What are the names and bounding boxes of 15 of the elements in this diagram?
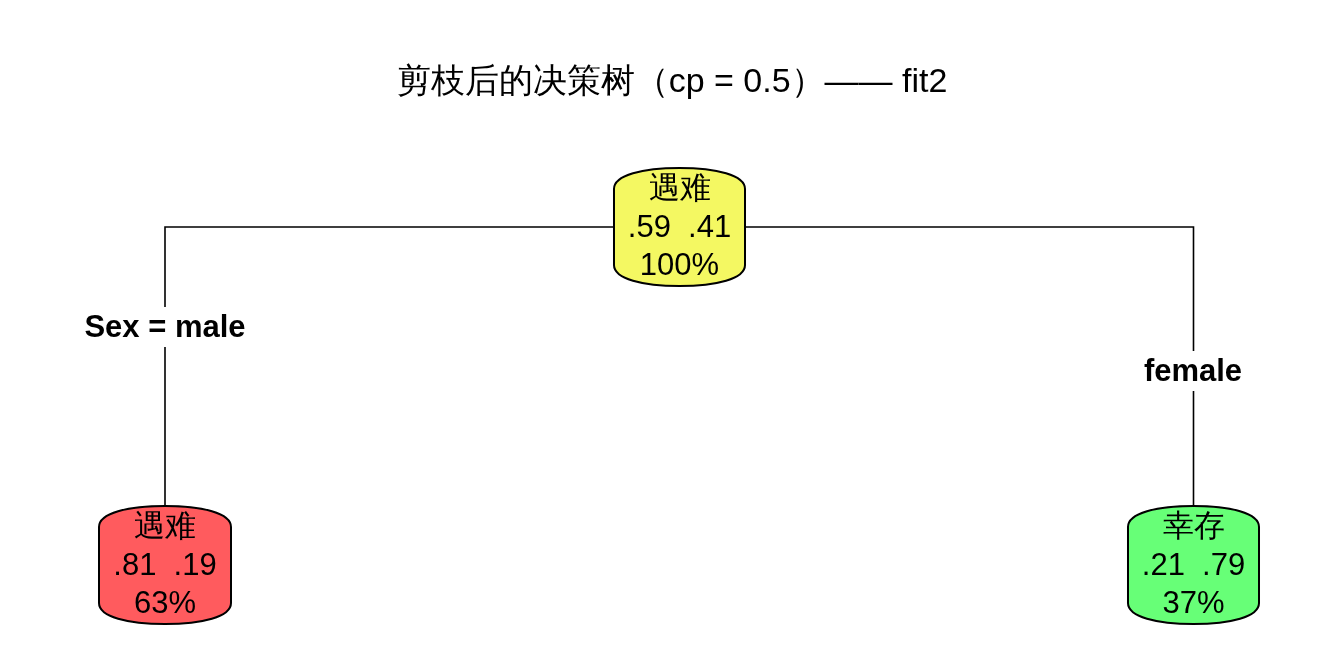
probability-label: .21 .79 xyxy=(1141,545,1246,584)
class-label: 遇难 xyxy=(648,169,711,208)
percent-label: 37% xyxy=(1162,584,1225,623)
tree-node xyxy=(1127,505,1260,625)
title: 剪枝后的决策树（cp = 0.5）—— fit2 xyxy=(396,60,948,101)
tree-node xyxy=(613,167,746,287)
probability-label: .59 .41 xyxy=(627,207,732,246)
percent-label: 63% xyxy=(133,584,196,623)
branch-line xyxy=(164,226,614,506)
class-label: 幸存 xyxy=(1162,507,1225,546)
tree-node xyxy=(98,505,232,625)
class-label: 遇难 xyxy=(134,507,196,546)
branch-line xyxy=(745,226,1195,506)
percent-label: 100% xyxy=(639,246,720,285)
probability-label: .81 .19 xyxy=(113,545,217,584)
